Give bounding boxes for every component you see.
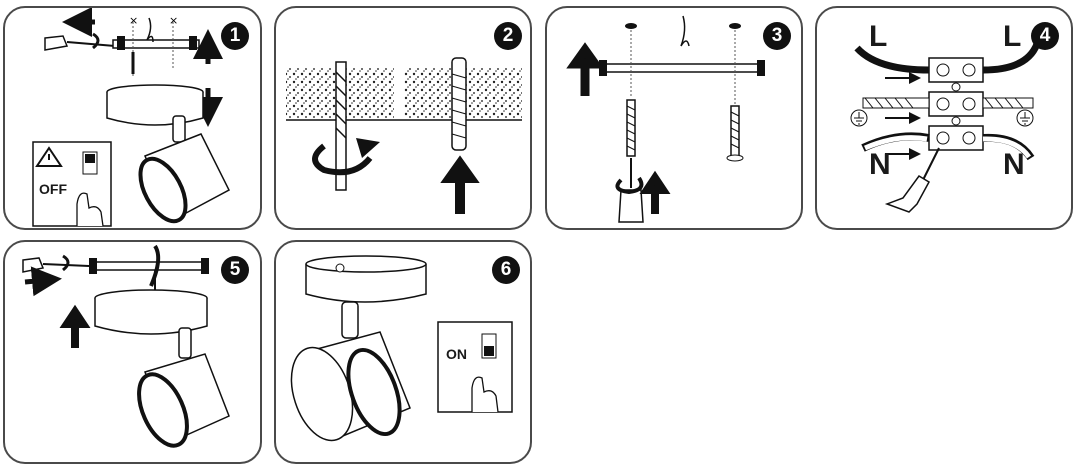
step-4-illustration [850,42,1041,213]
neutral-label-right: N [1003,148,1025,181]
earth-wire-right [982,97,1034,109]
ceiling-canopy-icon [106,84,204,126]
step-5-illustration [22,244,230,448]
step-6-panel: ON 6 [274,240,532,464]
svg-text:×: × [169,14,178,27]
step-number-badge: 4 [1031,22,1059,50]
screwdriver-icon [44,32,116,51]
cable-icon [680,15,690,47]
step-number-badge: 2 [494,22,522,50]
step-6-illustration [290,255,513,442]
live-wire-left [854,45,930,74]
step-5-panel: 5 [3,240,262,464]
ceiling-canopy-icon [94,289,208,335]
screwdriver-icon [615,158,644,223]
arrow-right-icon [24,266,62,297]
step-2-illustration [286,57,522,214]
step-number-badge: 5 [221,256,249,284]
step-number-badge: 6 [492,256,520,284]
mounting-bracket-icon: × × [112,14,200,78]
ground-symbol-icon [850,109,868,127]
terminal-block-icon [928,57,984,151]
mounting-bracket-icon [89,244,209,294]
screwdriver-icon [22,254,90,273]
live-label-left: L [869,20,888,53]
arrow-up-icon [566,42,604,96]
spotlight-icon [137,327,230,448]
step-1-panel: × × OFF 1 [3,6,262,230]
drill-bit-icon [335,61,347,191]
ceiling-wall-icon [286,68,522,121]
on-label: ON [446,346,467,362]
spotlight-icon [138,115,230,224]
screw-icon [726,105,744,162]
wall-plug-icon [451,57,467,151]
step-3-illustration [566,15,765,223]
step-1-illustration: × × [32,8,230,227]
step-number-badge: 3 [763,22,791,50]
step-number-badge: 1 [221,22,249,50]
ground-symbol-icon [1016,109,1034,127]
power-switch-off-icon [32,141,112,227]
live-wire-right [982,42,1041,74]
step-2-panel: 2 [274,6,532,230]
step-3-panel: 3 [545,6,803,230]
screw-icon [626,99,636,157]
power-switch-on-icon [437,321,513,413]
screwdriver-icon [884,147,940,213]
arrow-up-icon [639,170,671,214]
svg-text:×: × [129,14,138,27]
rotate-arrow-icon [312,143,373,176]
neutral-label-left: N [869,148,891,181]
step-4-panel: L L N N 4 [815,6,1073,230]
live-label-right: L [1003,20,1022,53]
off-label: OFF [39,181,67,197]
ceiling-canopy-icon [305,255,427,303]
earth-wire-left [862,97,930,109]
arrow-up-icon [440,155,480,214]
arrow-up-icon [59,304,91,348]
spotlight-icon [290,301,411,442]
